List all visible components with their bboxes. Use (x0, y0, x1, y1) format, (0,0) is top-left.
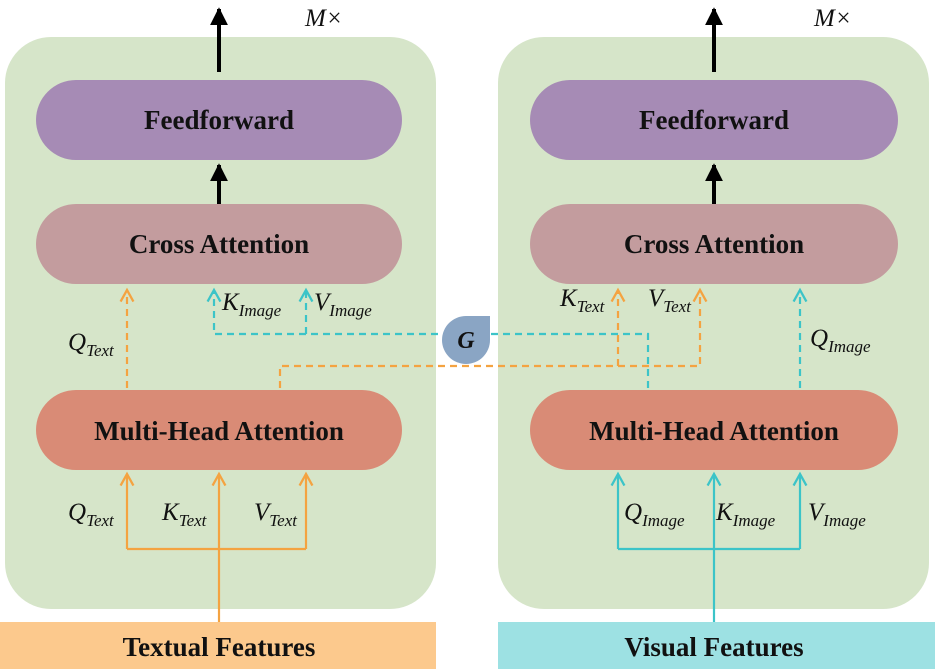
text-to-visual-flow (278, 287, 708, 388)
right-feedforward-block (530, 80, 898, 160)
right-q-input-label: QImage (624, 499, 685, 530)
right-v-input-label: VImage (808, 499, 866, 530)
gate-node (442, 316, 490, 364)
left-k-cross-label: KImage (221, 289, 282, 320)
visual-features-label: Visual Features (624, 632, 803, 662)
right-k-cross-label: KText (559, 285, 606, 316)
textual-features-label: Textual Features (123, 632, 316, 662)
right-q-cross-label: QImage (810, 325, 871, 356)
left-repeat-label: M× (304, 5, 343, 32)
left-cross-attention-label: Cross Attention (129, 229, 309, 259)
textual-features-bar (0, 622, 436, 669)
right-cross-attention-label: Cross Attention (624, 229, 804, 259)
left-k-input-label: KText (161, 499, 208, 530)
right-k-input-label: KImage (715, 499, 776, 530)
right-repeat-label: M× (813, 5, 852, 32)
right-v-cross-label: VText (648, 285, 692, 316)
visual-features-bar (498, 622, 935, 669)
left-feedforward-label: Feedforward (144, 105, 294, 135)
right-multi-head-label: Multi-Head Attention (589, 416, 839, 446)
left-q-cross-label: QText (68, 329, 115, 360)
left-cross-attention-block (36, 204, 402, 284)
left-feedforward-block (36, 80, 402, 160)
left-multi-head-label: Multi-Head Attention (94, 416, 344, 446)
right-feedforward-label: Feedforward (639, 105, 789, 135)
right-multi-head-block (530, 390, 898, 470)
visual-to-text-flow (206, 287, 650, 388)
right-cross-attention-block (530, 204, 898, 284)
left-multi-head-block (36, 390, 402, 470)
left-v-input-label: VText (254, 499, 298, 530)
right-input-connectors (610, 471, 808, 622)
gate-label: G (457, 328, 475, 354)
left-input-connectors (119, 471, 314, 622)
left-q-input-label: QText (68, 499, 115, 530)
left-v-cross-label: VImage (314, 289, 372, 320)
